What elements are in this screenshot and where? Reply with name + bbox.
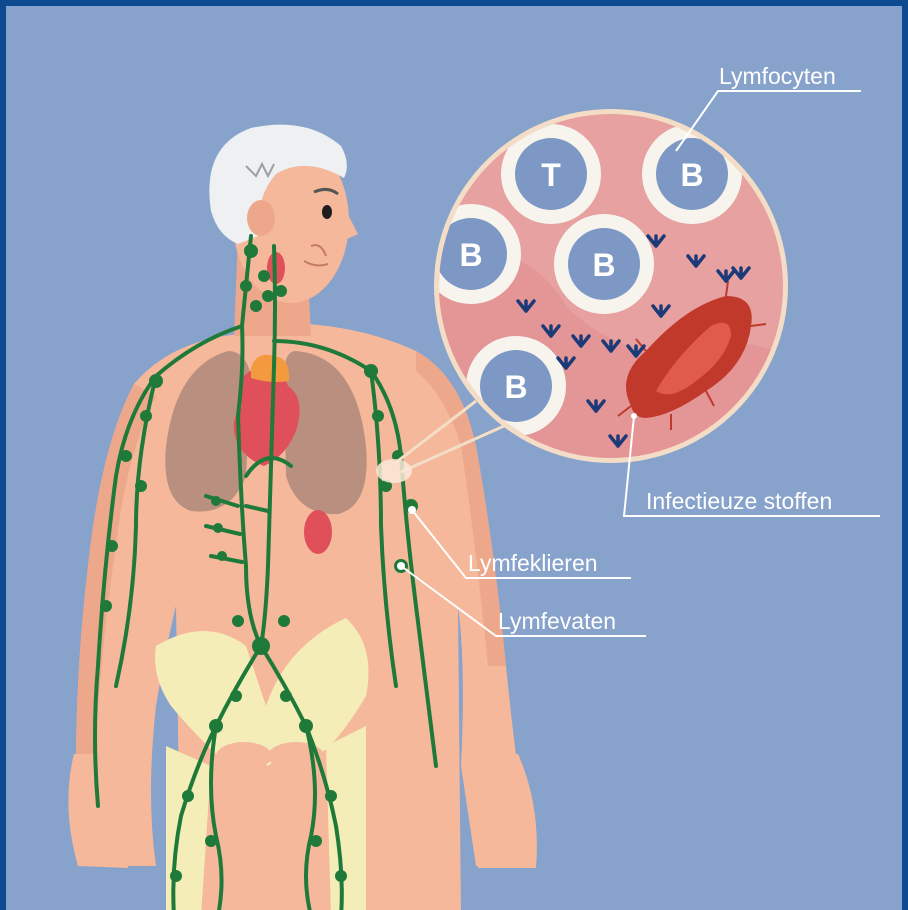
eye: [322, 205, 332, 219]
right-hand: [471, 754, 537, 868]
cell-letter-b-3: B: [459, 237, 482, 273]
zoom-spot: [376, 459, 412, 483]
lymphatic-system-illustration: T B B B B: [6, 6, 908, 910]
cell-letter-t: T: [541, 157, 561, 193]
cell-letter-b-1: B: [680, 157, 703, 193]
label-lymph-vessels: Lymfevaten: [498, 610, 616, 633]
cell-letter-b-2: B: [592, 247, 615, 283]
left-hand: [68, 754, 129, 868]
label-infectious-agents: Infectieuze stoffen: [646, 490, 832, 513]
ear: [247, 200, 275, 236]
label-lymphocytes: Lymfocyten: [719, 65, 836, 88]
spleen: [304, 510, 332, 554]
label-lymph-nodes: Lymfeklieren: [468, 552, 598, 575]
zoom-circle: [421, 106, 806, 466]
cell-letter-b-4: B: [504, 369, 527, 405]
